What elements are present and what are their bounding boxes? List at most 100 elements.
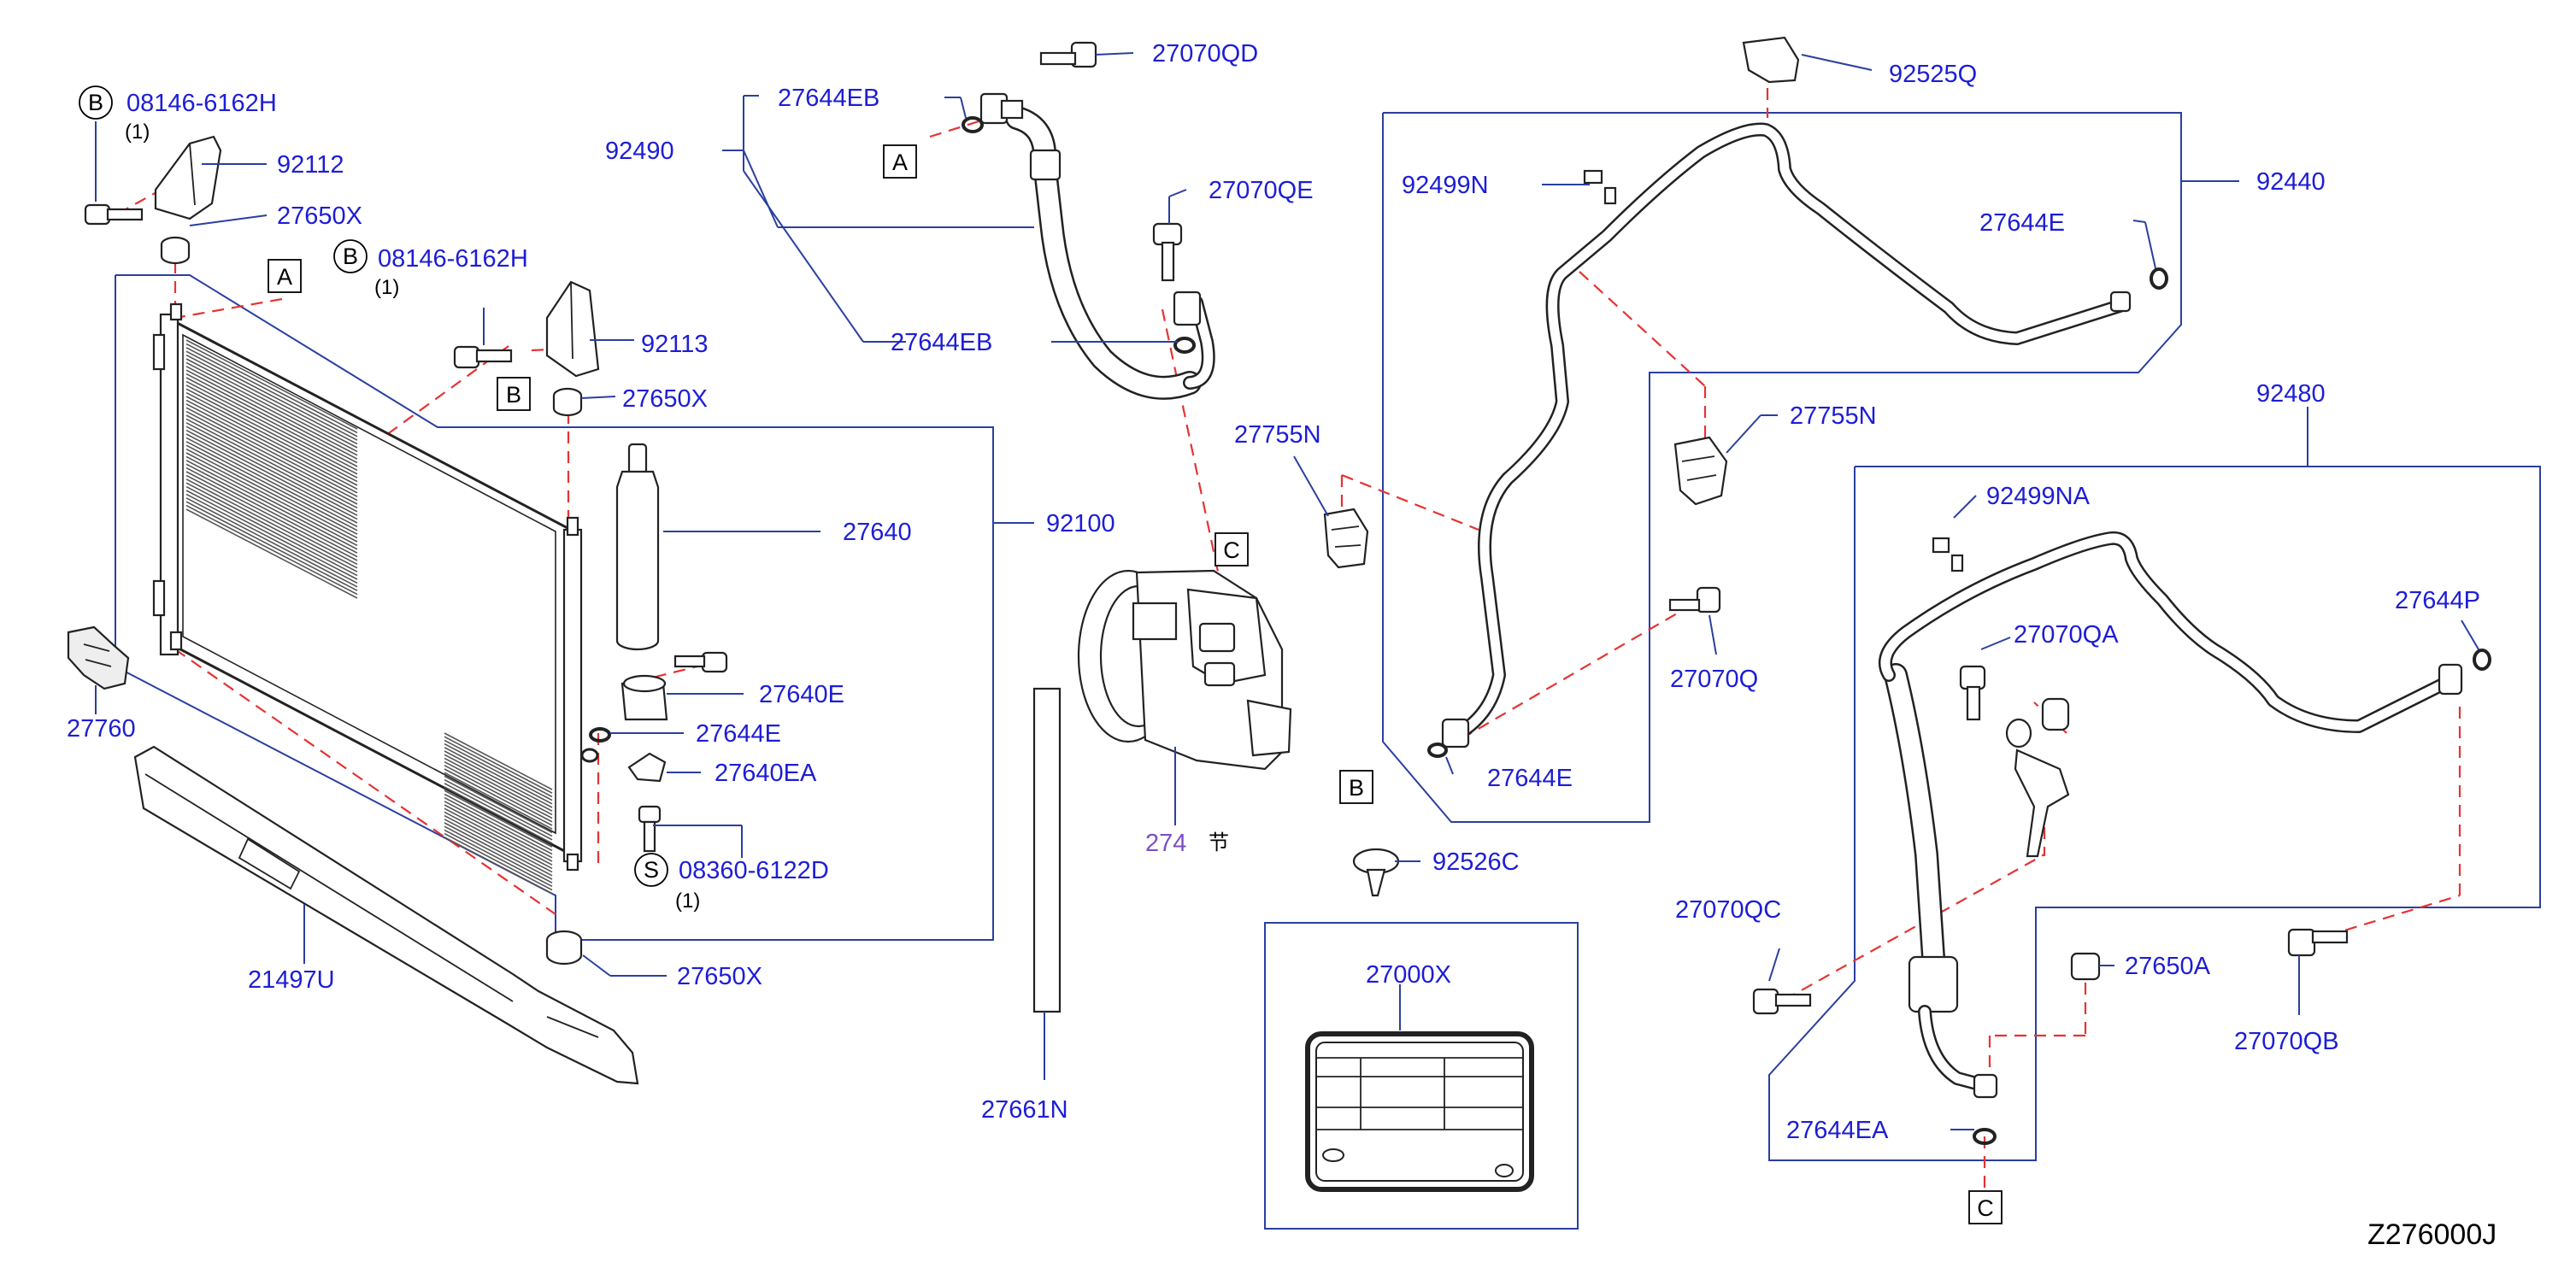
oring-27644E-right [2150,267,2168,290]
bolt-27070QD [1039,41,1097,68]
condenser-fin [444,757,553,816]
label-27070QD[interactable]: 27070QD [1152,40,1258,68]
label-27650X-top[interactable]: 27650X [277,203,362,230]
label-274[interactable]: 274 [1145,830,1186,857]
receiver-27640 [615,443,660,651]
condenser-fin [185,490,358,580]
condenser-fin [444,790,553,848]
label-27000X-frame [1264,922,1579,1230]
condenser-fin [444,796,553,855]
condenser-fin [444,739,553,798]
condenser-fin [185,452,358,543]
label-27644EA[interactable]: 27644EA [1786,1117,1889,1144]
label-92526C[interactable]: 92526C [1432,848,1520,876]
label-92440[interactable]: 92440 [2256,168,2326,196]
deflector-21497U [133,745,639,1085]
part-labels: 08146-6162H (1) 92112 27650X 08146-6162H… [67,40,2497,1251]
label-92499NA[interactable]: 92499NA [1986,483,2091,510]
marker-a-mid: A [892,150,908,175]
label-27755N-left[interactable]: 27755N [1234,421,1321,449]
label-27640E[interactable]: 27640E [759,681,844,708]
qty-b-top: (1) [125,120,150,144]
condenser-fin [185,478,358,569]
condenser-fin [444,732,553,790]
marker-c-right: C [1977,1195,1994,1221]
label-27644E-left[interactable]: 27644E [696,720,781,748]
nut-27650A [2070,952,2101,981]
label-92525Q[interactable]: 92525Q [1889,61,1977,88]
condenser-fin [185,366,358,456]
label-27650X-bot[interactable]: 27650X [677,963,762,990]
condenser-fin [444,825,553,883]
condenser-fin [185,407,358,497]
label-27760[interactable]: 27760 [67,715,136,743]
label-92499N[interactable]: 92499N [1402,172,1489,199]
group-frames [115,112,2541,1230]
label-27070Q[interactable]: 27070Q [1670,666,1758,693]
condenser-fin [185,433,358,524]
condenser-fin [185,508,358,599]
condenser-fin [185,501,358,591]
label-27644P[interactable]: 27644P [2395,587,2480,614]
label-92100[interactable]: 92100 [1046,510,1115,537]
label-27000X[interactable]: 27000X [1366,961,1451,989]
bracket-27640EA [627,752,667,783]
mount-27650X-top [160,236,191,265]
condenser-fin [185,463,358,554]
condenser-fin [444,754,553,812]
compressor-274 [1077,569,1292,771]
oring-27644E-bottom [1427,743,1448,758]
condenser-fin [185,339,358,430]
label-08146-6162H-top[interactable]: 08146-6162H [126,90,277,117]
label-92490[interactable]: 92490 [605,138,674,165]
bolt-27070QB [2287,928,2349,957]
condenser-fin [444,793,553,852]
condenser-fin [444,775,553,834]
bracket-92112 [154,135,222,220]
pipe-92480-frame [1768,466,2541,1161]
condenser-fin [185,444,358,535]
label-27755N-right[interactable]: 27755N [1790,402,1877,430]
label-21497U[interactable]: 21497U [248,966,335,994]
label-08146-6162H-mid[interactable]: 08146-6162H [378,245,528,273]
cap-92499NA [1932,537,1964,572]
label-27644E-bottom[interactable]: 27644E [1487,765,1573,792]
label-92480[interactable]: 92480 [2256,380,2326,408]
label-92112[interactable]: 92112 [277,151,344,179]
label-27070QB[interactable]: 27070QB [2234,1028,2339,1055]
condenser-group-frame [115,274,994,941]
label-27070QC[interactable]: 27070QC [1675,896,1781,924]
condenser-fin [185,497,358,588]
bracket-92113 [545,280,600,378]
condenser-fin [444,829,553,888]
label-27070QA[interactable]: 27070QA [2014,621,2119,649]
condenser-fin [185,485,358,577]
label-27640[interactable]: 27640 [843,519,912,546]
marker-b-top: B [88,90,103,115]
marker-b-left: B [506,382,521,408]
condenser-fin [444,822,553,880]
label-27644EB-bot[interactable]: 27644EB [891,329,992,356]
condenser-fin [185,467,358,558]
condenser-fin [185,380,358,472]
oring-27644EA [1973,1128,1997,1145]
condenser-fin [185,403,358,494]
bolt-27070QA [1959,665,2070,858]
mount-27650X-bot [545,930,583,966]
label-27650A[interactable]: 27650A [2125,953,2211,980]
label-27644E-right[interactable]: 27644E [1979,209,2065,237]
condenser-fin [444,814,553,873]
label-27661N[interactable]: 27661N [981,1096,1068,1124]
condenser-fin [185,460,358,550]
label-27650X-mid[interactable]: 27650X [622,385,708,413]
label-27644EB-top[interactable]: 27644EB [778,85,879,112]
label-08360-6122D[interactable]: 08360-6122D [679,857,829,884]
label-92113[interactable]: 92113 [641,331,709,358]
label-27070QE[interactable]: 27070QE [1209,177,1314,204]
hose-92490 [979,92,1215,400]
condenser-fin [444,765,553,823]
oring-27644P [2473,649,2491,671]
label-27640EA[interactable]: 27640EA [715,760,817,787]
